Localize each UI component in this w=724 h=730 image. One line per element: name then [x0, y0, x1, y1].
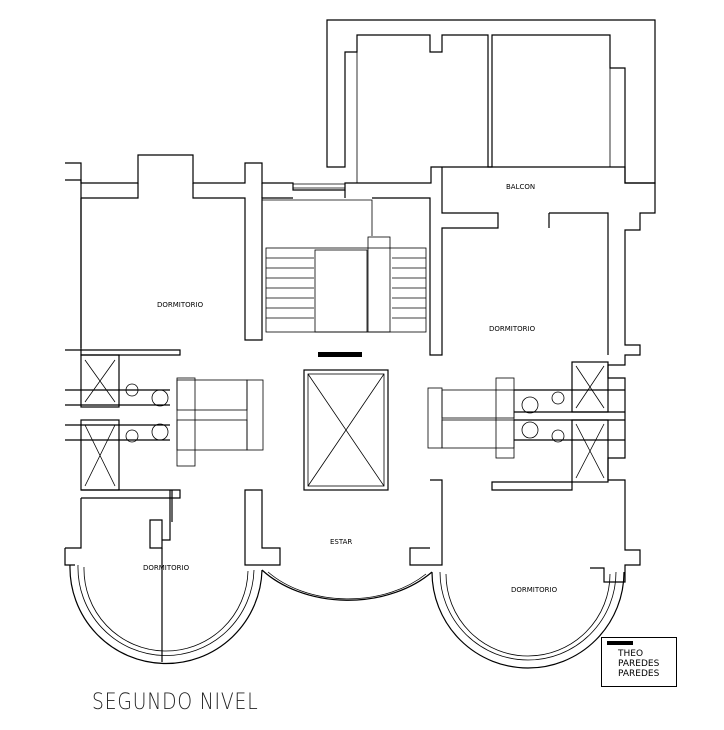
title-block-text: THEO PAREDES PAREDES — [618, 649, 659, 679]
staircase — [262, 183, 427, 357]
stamp-line-3: PAREDES — [618, 669, 660, 679]
bathroom-right — [427, 361, 625, 491]
elevator-shaft — [303, 369, 389, 491]
room-label-bedroom-right: DORMITORIO — [489, 325, 536, 333]
annex-walls — [326, 19, 656, 184]
room-label-bedroom-bottom-right: DORMITORIO — [511, 586, 558, 594]
room-label-hall: ESTAR — [330, 538, 352, 546]
exterior-walls — [65, 154, 656, 583]
plan-title: SEGUNDO NIVEL — [92, 690, 259, 715]
lower-walls — [64, 479, 443, 662]
room-label-bedroom-bottom-left: DORMITORIO — [143, 564, 190, 572]
title-block-bar — [607, 641, 633, 645]
bathroom-left — [65, 354, 264, 541]
stamp-line-1: THEO — [618, 649, 644, 659]
stamp-line-2: PAREDES — [618, 659, 660, 669]
room-label-bedroom-left: DORMITORIO — [157, 301, 204, 309]
title-block: THEO PAREDES PAREDES — [601, 637, 677, 687]
bay-windows — [69, 564, 625, 669]
room-label-balcony: BALCON — [506, 183, 535, 191]
